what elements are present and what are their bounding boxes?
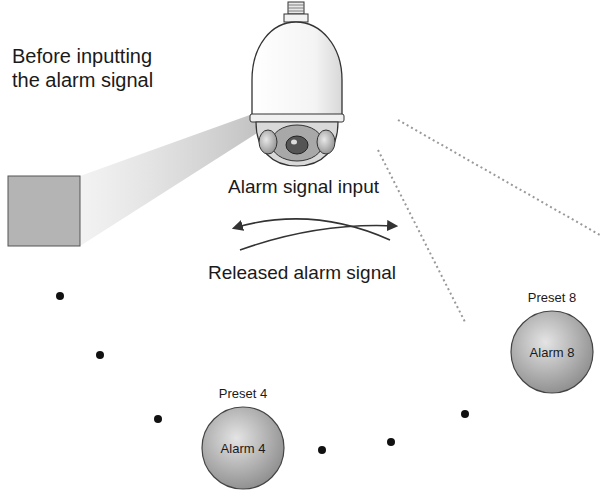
rotation-arrow: [240, 226, 396, 251]
camera-mount: [288, 2, 304, 14]
camera-housing: [252, 22, 342, 118]
rotation-arrow: [234, 219, 390, 240]
lens: [259, 130, 277, 154]
preset-label: Preset 8: [508, 290, 596, 306]
preset-circle: Preset 8 Alarm 8: [508, 290, 596, 394]
alarm-label: Alarm 4: [221, 441, 266, 456]
target-square: [8, 176, 80, 246]
camera-module: [256, 122, 338, 166]
motion-label: Released alarm signal: [206, 262, 398, 285]
view-line: [378, 150, 465, 322]
state-note: Before inputting the alarm signal: [10, 44, 182, 92]
view-line: [398, 120, 600, 235]
preset-label: Preset 4: [199, 386, 287, 402]
alarm-label: Alarm 8: [530, 345, 575, 360]
lens: [317, 130, 335, 154]
preset-circle: Preset 4 Alarm 4: [199, 386, 287, 490]
motion-label: Alarm signal input: [226, 176, 381, 199]
